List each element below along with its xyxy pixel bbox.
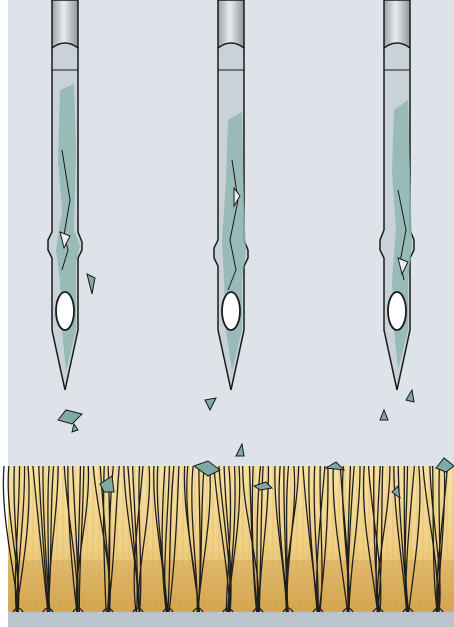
felt-base-strip — [8, 610, 454, 627]
needle-3 — [380, 0, 414, 390]
needle-1 — [48, 0, 82, 390]
needle-1-eye — [56, 292, 74, 330]
needle-3-shank — [384, 0, 410, 48]
needle-1-shank — [52, 0, 78, 48]
needle-3-eye — [388, 292, 406, 330]
needle-2 — [214, 0, 248, 390]
needle-2-eye — [222, 292, 240, 330]
needle-2-shank — [218, 0, 244, 48]
